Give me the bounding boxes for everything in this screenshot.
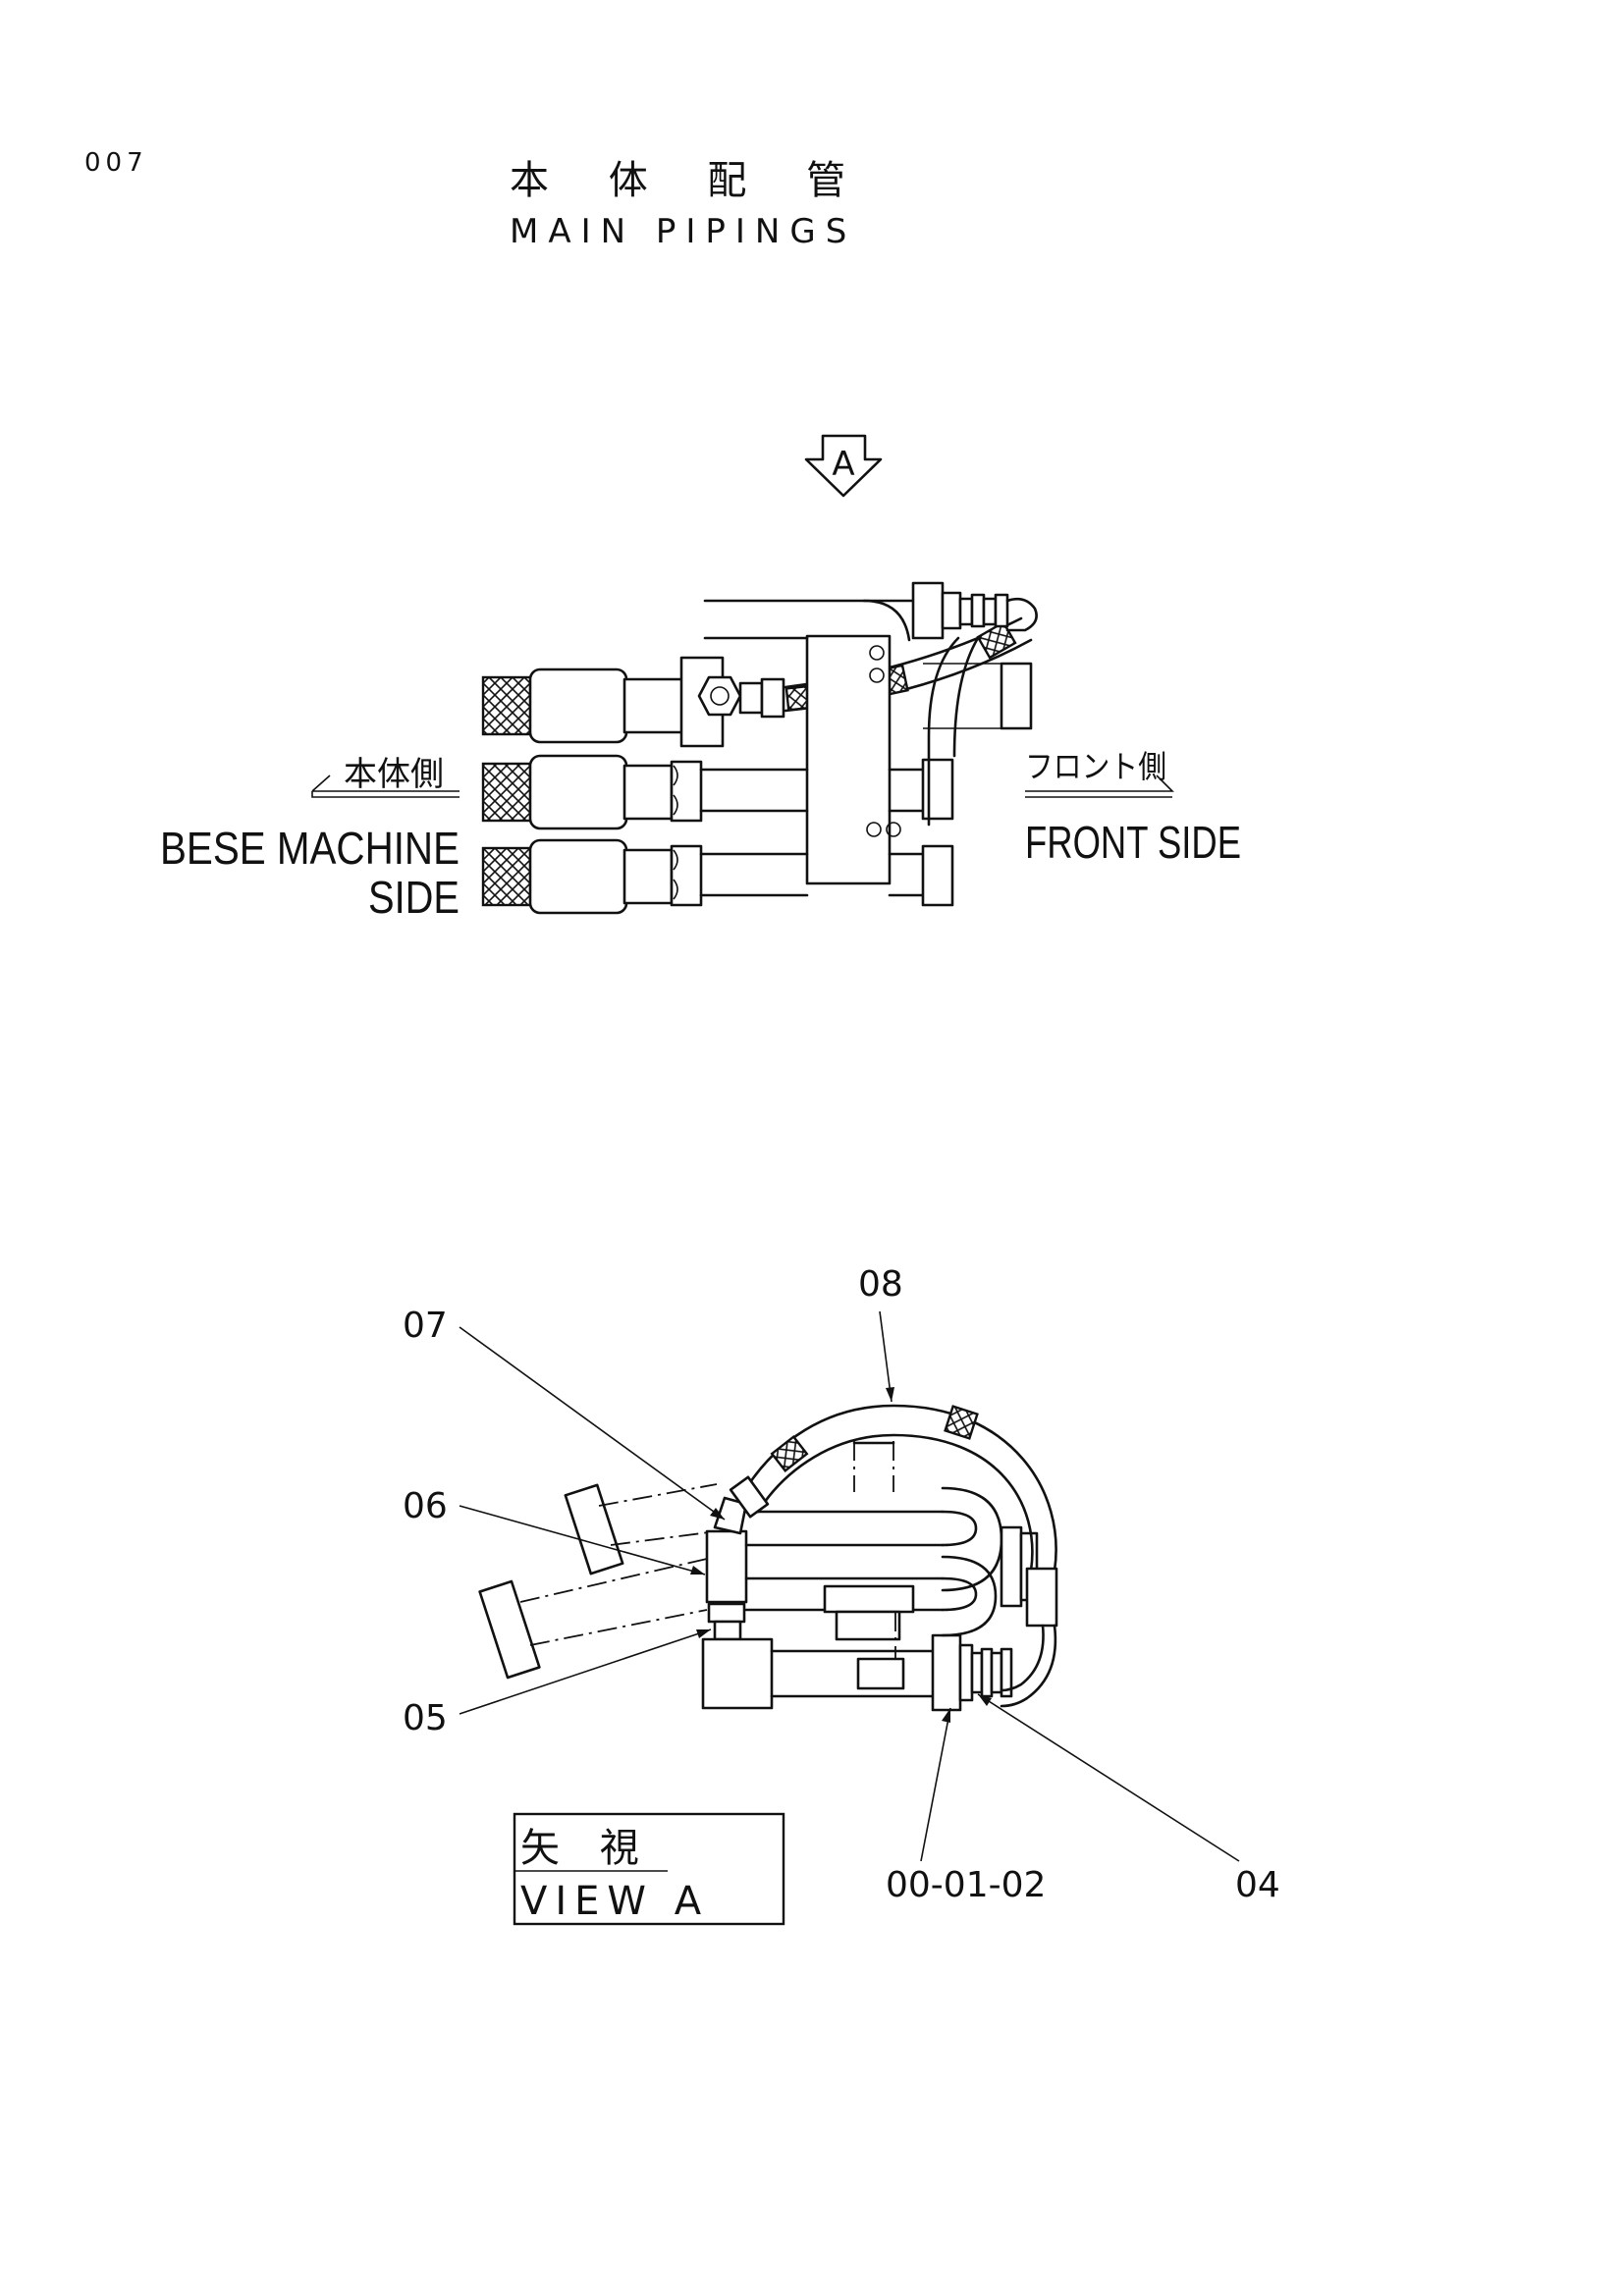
callout-06: 06 — [403, 1486, 448, 1526]
base-machine-side-jp: 本体側 — [344, 755, 444, 794]
side-view-drawing: A — [160, 434, 1241, 923]
callout-05: 05 — [403, 1698, 448, 1738]
page-title-en: MAIN PIPINGS — [510, 212, 856, 251]
main-hose-middle — [481, 754, 674, 830]
front-side-en: FRONT SIDE — [1025, 817, 1241, 868]
base-machine-side-label: 本体側 BESE MACHINE SIDE — [160, 755, 460, 923]
page-number: 007 — [84, 148, 148, 178]
callout-07: 07 — [403, 1306, 448, 1346]
callout-00-01-02: 00-01-02 — [886, 1865, 1046, 1905]
view-a-drawing: 07 06 05 08 00-01-02 04 矢 視 VIEW A — [403, 1264, 1280, 1926]
main-hose-upper — [481, 667, 685, 744]
base-machine-side-en-2: SIDE — [368, 872, 460, 923]
front-side-label: フロント側 FRONT SIDE — [1025, 748, 1241, 868]
view-a-arrow: A — [804, 434, 883, 498]
hex-nut — [697, 675, 742, 717]
callout-04: 04 — [1235, 1865, 1280, 1905]
base-machine-side-en-1: BESE MACHINE — [160, 823, 460, 874]
callout-08: 08 — [858, 1264, 903, 1305]
view-a-label-jp: 矢 視 — [520, 1826, 653, 1871]
page-title-jp: 本 体 配 管 — [510, 158, 869, 203]
view-a-arrow-label: A — [832, 445, 854, 484]
view-a-label-box: 矢 視 VIEW A — [513, 1812, 785, 1926]
front-side-jp: フロント側 — [1025, 748, 1166, 785]
view-a-label-en: VIEW A — [520, 1879, 709, 1924]
main-hose-lower — [481, 838, 674, 915]
hose-08 — [729, 1404, 1058, 1708]
